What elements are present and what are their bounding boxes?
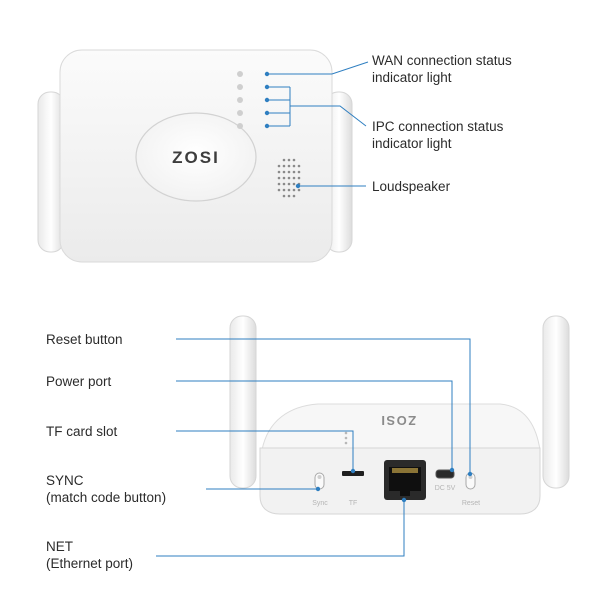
back-view-device: ZOSI Sync TF DC 5V Reset bbox=[229, 315, 570, 515]
callout-tf: TF card slot bbox=[46, 424, 118, 439]
callout-loudspeaker: Loudspeaker bbox=[372, 179, 451, 194]
callout-sync: SYNC (match code button) bbox=[46, 473, 167, 505]
sync-button bbox=[314, 472, 325, 490]
port-label-sync: Sync bbox=[312, 500, 328, 507]
reset-button bbox=[465, 472, 476, 490]
speaker-grille bbox=[277, 158, 301, 198]
back-leader-lines bbox=[156, 338, 473, 557]
port-label-dc: DC 5V bbox=[435, 485, 456, 492]
callout-ipc: IPC connection status indicator light bbox=[372, 119, 504, 151]
logo-oval bbox=[135, 112, 257, 202]
callout-wan: WAN connection status indicator light bbox=[372, 53, 512, 85]
back-right-antenna bbox=[542, 315, 570, 489]
tf-card-slot bbox=[342, 471, 364, 476]
callout-reset: Reset button bbox=[46, 332, 123, 347]
back-left-antenna bbox=[229, 315, 257, 489]
logo-text: ZOSI bbox=[172, 148, 220, 167]
port-label-reset: Reset bbox=[462, 500, 480, 507]
back-logo-text: ZOSI bbox=[380, 413, 416, 428]
ethernet-port bbox=[384, 460, 426, 500]
callout-net: NET (Ethernet port) bbox=[46, 539, 134, 571]
top-leader-lines bbox=[264, 61, 369, 189]
port-label-tf: TF bbox=[349, 500, 358, 507]
status-leds bbox=[237, 71, 243, 129]
callout-power: Power port bbox=[46, 374, 112, 389]
top-view-device: ZOSI bbox=[37, 49, 353, 263]
dc-power-port bbox=[435, 469, 455, 479]
